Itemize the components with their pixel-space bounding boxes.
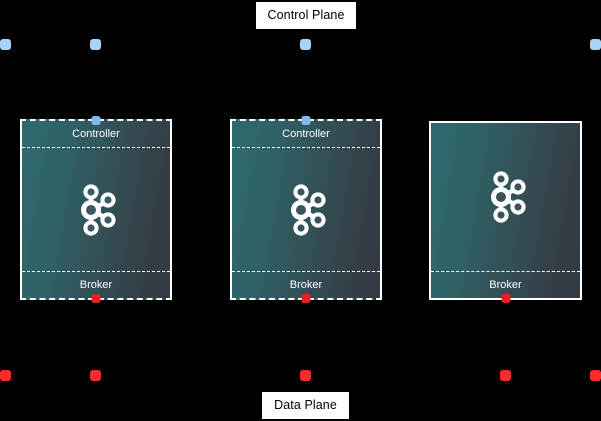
control-plane-endpoint-4[interactable] — [590, 39, 601, 50]
data-plane-endpoint-3[interactable] — [300, 370, 311, 381]
node-1-controller-label: Controller — [22, 121, 170, 148]
data-plane-endpoint-2[interactable] — [90, 370, 101, 381]
node-1-controller-endpoint-dot[interactable] — [91, 116, 101, 125]
node-1-broker-endpoint-dot[interactable] — [91, 294, 101, 303]
control-plane-endpoint-2[interactable] — [90, 39, 101, 50]
node-1-body — [22, 148, 170, 271]
node-card-1[interactable]: Controller — [20, 116, 172, 303]
data-plane-endpoint-1[interactable] — [0, 370, 11, 381]
node-2-controller-label: Controller — [232, 121, 380, 148]
node-3-broker-label: Broker — [431, 271, 580, 298]
node-2-controller-endpoint-dot[interactable] — [301, 116, 311, 125]
node-3-body — [431, 123, 580, 271]
kafka-logo-icon — [81, 183, 116, 236]
control-plane-label: Control Plane — [255, 1, 357, 30]
control-plane-endpoint-3[interactable] — [300, 39, 311, 50]
kafka-logo-icon — [291, 183, 326, 236]
kafka-logo-icon — [490, 171, 526, 223]
data-plane-endpoint-5[interactable] — [590, 370, 601, 381]
node-2-broker-endpoint-dot[interactable] — [301, 294, 311, 303]
node-3-broker-endpoint-dot[interactable] — [501, 294, 510, 303]
node-1-broker-label: Broker — [22, 271, 170, 298]
node-card-2[interactable]: Controller — [230, 116, 382, 303]
data-plane-label: Data Plane — [261, 391, 350, 420]
node-2-body — [232, 148, 380, 271]
control-plane-endpoint-1[interactable] — [0, 39, 11, 50]
node-2-broker-label: Broker — [232, 271, 380, 298]
node-card-3[interactable]: Broker — [429, 121, 582, 303]
data-plane-endpoint-4[interactable] — [500, 370, 511, 381]
